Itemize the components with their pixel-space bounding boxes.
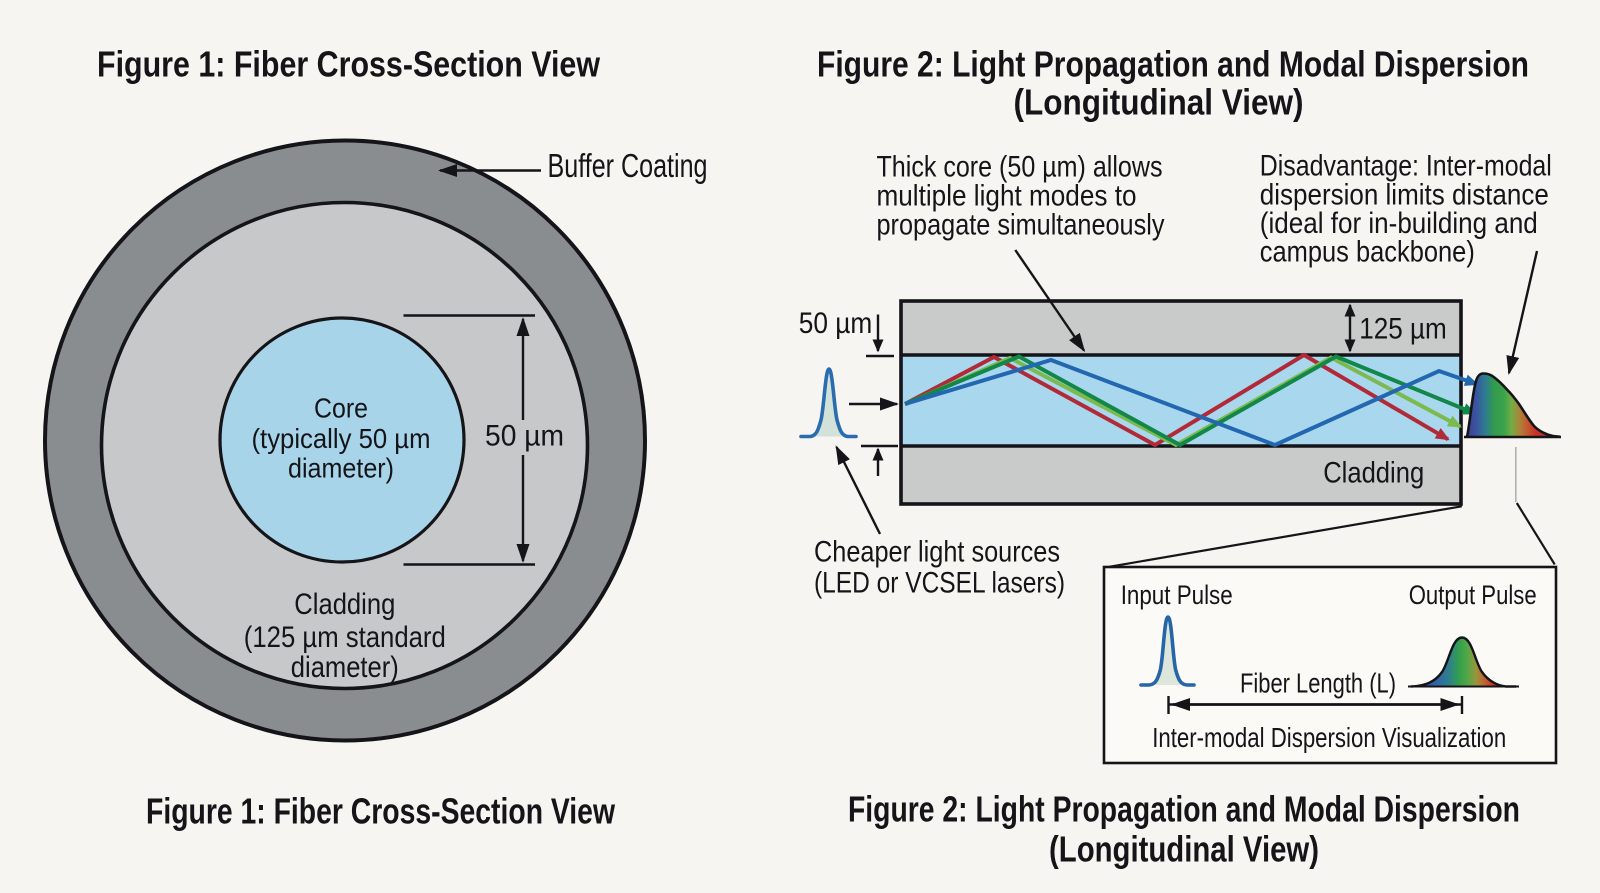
svg-text:Core: Core: [314, 392, 368, 423]
svg-text:(125 µm standard: (125 µm standard: [244, 621, 446, 654]
svg-text:50 µm: 50 µm: [799, 307, 873, 340]
svg-text:Output Pulse: Output Pulse: [1409, 580, 1537, 610]
svg-text:Figure 1: Fiber Cross-Section: Figure 1: Fiber Cross-Section View: [146, 791, 616, 832]
svg-text:dispersion limits distance: dispersion limits distance: [1260, 178, 1549, 211]
svg-text:Thick core (50 µm) allows: Thick core (50 µm) allows: [877, 151, 1163, 184]
svg-text:(ideal for in-building and: (ideal for in-building and: [1260, 207, 1538, 240]
svg-text:Figure 1: Fiber Cross-Section: Figure 1: Fiber Cross-Section View: [97, 44, 601, 85]
svg-text:Cladding: Cladding: [294, 588, 395, 621]
svg-text:(Longitudinal View): (Longitudinal View): [1049, 829, 1319, 870]
svg-text:Disadvantage: Inter-modal: Disadvantage: Inter-modal: [1260, 150, 1552, 183]
svg-text:propagate simultaneously: propagate simultaneously: [877, 209, 1165, 242]
svg-text:campus backbone): campus backbone): [1260, 236, 1475, 269]
svg-text:(Longitudinal View): (Longitudinal View): [1014, 81, 1304, 122]
svg-text:125 µm: 125 µm: [1359, 312, 1447, 345]
svg-text:diameter): diameter): [288, 453, 394, 484]
svg-text:Figure 2: Light Propagation an: Figure 2: Light Propagation and Modal Di…: [848, 789, 1520, 830]
svg-text:diameter): diameter): [291, 651, 399, 684]
svg-text:Fiber Length (L): Fiber Length (L): [1240, 668, 1396, 699]
svg-text:Buffer Coating: Buffer Coating: [548, 147, 708, 184]
svg-text:Input Pulse: Input Pulse: [1121, 580, 1233, 610]
svg-text:Cladding: Cladding: [1323, 457, 1424, 490]
svg-text:(typically 50 µm: (typically 50 µm: [252, 423, 431, 454]
svg-text:(LED or VCSEL lasers): (LED or VCSEL lasers): [814, 567, 1065, 600]
svg-text:Cheaper light sources: Cheaper light sources: [814, 536, 1060, 569]
svg-text:Inter-modal Dispersion Visuali: Inter-modal Dispersion Visualization: [1152, 722, 1506, 753]
svg-text:multiple light modes to: multiple light modes to: [877, 180, 1137, 213]
svg-text:50 µm: 50 µm: [485, 420, 564, 453]
svg-text:Figure 2: Light Propagation an: Figure 2: Light Propagation and Modal Di…: [817, 44, 1529, 85]
